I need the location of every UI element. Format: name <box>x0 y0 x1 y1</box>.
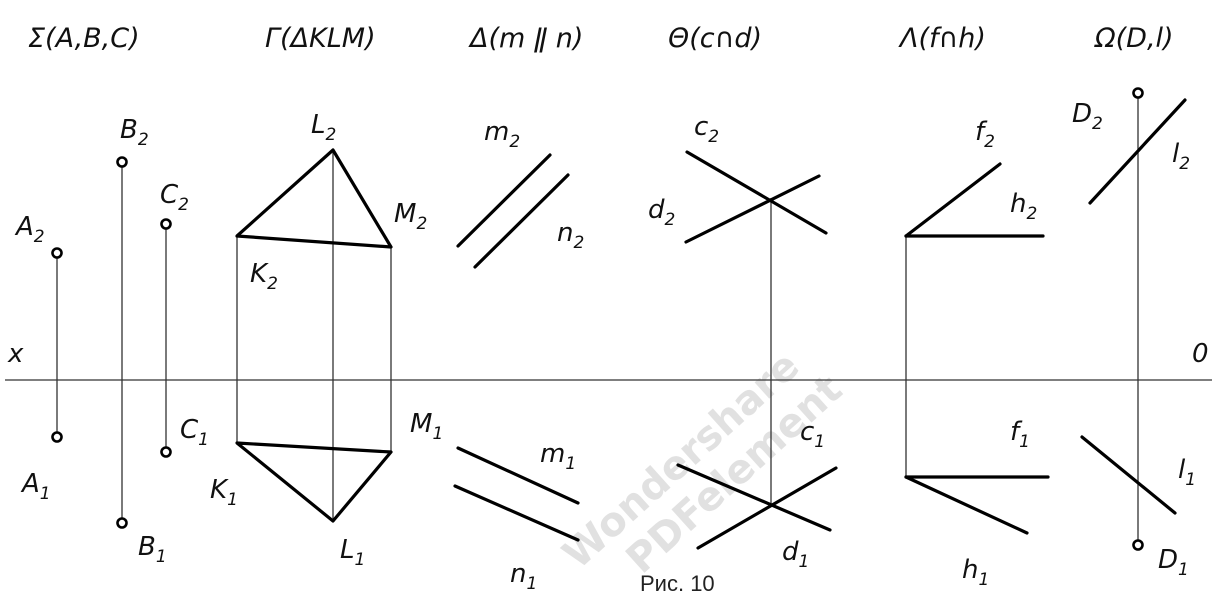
label-l1: L1 <box>340 535 365 570</box>
triangle-klm-top <box>235 441 393 523</box>
line-n1 <box>453 484 580 542</box>
label-k2: K2 <box>250 259 278 294</box>
axis-x-label: x <box>7 339 24 369</box>
point-d1 <box>1132 539 1144 551</box>
label-l1-line: l1 <box>1178 455 1196 490</box>
label-h2-line: h2 <box>1010 189 1037 224</box>
label-a2: A2 <box>14 212 45 247</box>
label-d2-line: d2 <box>648 195 675 230</box>
point-a2 <box>51 247 63 259</box>
point-c1 <box>160 446 172 458</box>
point-c2 <box>160 218 172 230</box>
header-theta: Θ(c∩d) <box>668 23 762 54</box>
plane-headers: Σ(A,B,C) Γ(ΔKLM) Δ(m ǁ n) Θ(c∩d) Λ(f∩h) … <box>28 23 1174 54</box>
label-c2-line: c2 <box>694 112 719 147</box>
line-d2 <box>684 174 821 244</box>
label-m2: M2 <box>394 199 427 234</box>
axis-o-label: 0 <box>1192 339 1209 369</box>
triangle-klm-front <box>235 148 393 249</box>
label-l2: L2 <box>311 110 336 145</box>
group-theta <box>676 150 838 550</box>
line-d1 <box>696 466 838 550</box>
label-d1-line: d1 <box>782 537 809 572</box>
label-b1: B1 <box>138 532 167 567</box>
label-f2-line: f2 <box>975 117 995 152</box>
header-gamma: Γ(ΔKLM) <box>265 23 376 54</box>
header-delta: Δ(m ǁ n) <box>468 23 583 54</box>
point-b1 <box>116 517 128 529</box>
label-n2-line: n2 <box>557 218 584 253</box>
line-f2 <box>904 162 1002 238</box>
label-b2: B2 <box>120 115 149 150</box>
line-l2 <box>1088 98 1187 205</box>
line-h1 <box>904 475 1029 535</box>
group-lambda <box>904 162 1050 535</box>
figure-caption: Рис. 10 <box>640 571 715 594</box>
label-c1-line: c1 <box>800 417 825 452</box>
label-k1: K1 <box>210 475 238 510</box>
label-d2: D2 <box>1072 99 1103 134</box>
point-a1 <box>51 431 63 443</box>
line-n2 <box>473 173 570 269</box>
group-sigma <box>51 156 172 529</box>
header-lambda: Λ(f∩h) <box>898 23 986 54</box>
line-m1 <box>456 446 580 505</box>
point-b2 <box>116 156 128 168</box>
group-gamma <box>235 148 393 523</box>
label-m1: M1 <box>410 409 443 444</box>
label-d1: D1 <box>1158 545 1189 580</box>
label-f1-line: f1 <box>1010 417 1030 452</box>
label-l2-line: l2 <box>1172 139 1190 174</box>
labels: A2 A1 B2 B1 C2 C1 K2 K1 L2 L1 M2 M1 m2 m… <box>14 99 1196 594</box>
line-l1 <box>1080 435 1177 515</box>
line-c1 <box>676 463 832 532</box>
label-c1: C1 <box>180 415 209 450</box>
label-m1-line: m1 <box>540 439 576 474</box>
label-n1-line: n1 <box>510 559 537 594</box>
label-a1: A1 <box>20 469 51 504</box>
group-omega <box>1080 87 1187 551</box>
label-c2: C2 <box>160 180 189 215</box>
label-h1-line: h1 <box>962 555 989 590</box>
group-delta <box>453 153 580 542</box>
label-m2-line: m2 <box>484 117 520 152</box>
header-omega: Ω(D,l) <box>1094 23 1174 54</box>
header-sigma: Σ(A,B,C) <box>28 23 140 54</box>
point-d2 <box>1132 87 1144 99</box>
line-m2 <box>456 153 552 248</box>
line-c2 <box>685 150 828 235</box>
